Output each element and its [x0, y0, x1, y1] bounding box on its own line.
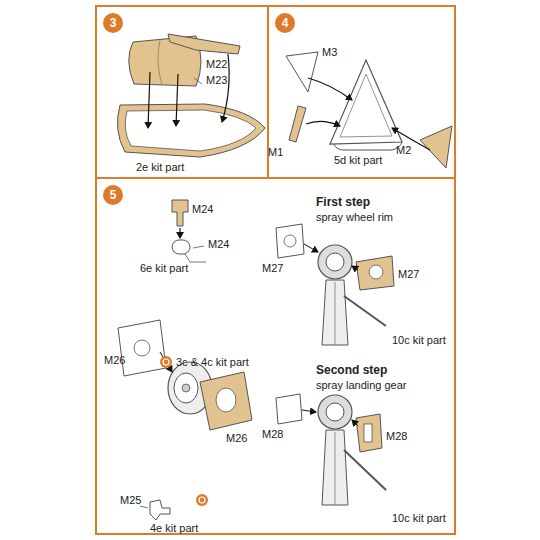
- part-label: 5d kit part: [334, 154, 382, 167]
- part-label: spray landing gear: [316, 379, 407, 392]
- part-label: 10c kit part: [392, 512, 446, 525]
- step-heading: Second step: [316, 364, 387, 377]
- part-label: 2e kit part: [136, 161, 184, 174]
- part-label: M24: [208, 238, 229, 251]
- part-label: M26: [104, 354, 125, 367]
- step-panel: 3: [95, 5, 269, 179]
- step-number: 4: [275, 13, 295, 33]
- part-label: M26: [226, 432, 247, 445]
- step-heading: First step: [316, 196, 370, 209]
- step-number: 3: [103, 13, 123, 33]
- part-label: M22: [206, 58, 227, 71]
- step-panel: 5: [95, 177, 456, 535]
- spray-icon: [196, 494, 208, 506]
- part-label: M24: [192, 203, 213, 216]
- part-label: 6e kit part: [140, 262, 188, 275]
- part-label: M28: [262, 428, 283, 441]
- step-number: 5: [103, 185, 123, 205]
- part-label: M25: [120, 494, 141, 507]
- part-label: M2: [396, 144, 411, 157]
- part-label: spray wheel rim: [316, 211, 393, 224]
- part-label: M28: [386, 430, 407, 443]
- part-label: M27: [398, 268, 419, 281]
- spray-icon: [160, 356, 172, 368]
- part-label: M23: [206, 74, 227, 87]
- part-label: 3c & 4c kit part: [176, 356, 249, 369]
- part-label: M1: [268, 146, 283, 159]
- part-label: 4e kit part: [150, 522, 198, 535]
- part-label: M3: [322, 46, 337, 59]
- step-panel: 4: [267, 5, 456, 179]
- part-label: 10c kit part: [392, 334, 446, 347]
- part-label: M27: [262, 262, 283, 275]
